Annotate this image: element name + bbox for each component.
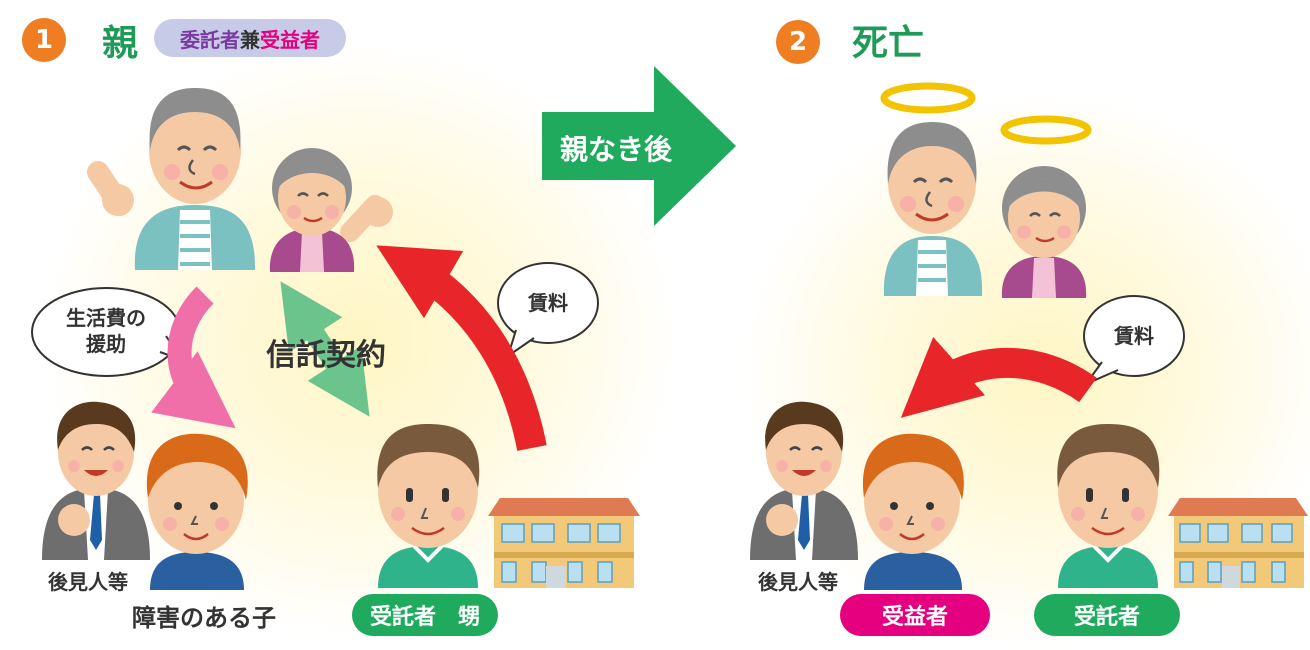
guardian-label: 後見人等 <box>48 570 128 594</box>
beneficiary-child-figure <box>862 433 964 590</box>
support-arrow <box>151 286 236 429</box>
child-figure <box>146 433 248 590</box>
halo-grandmother <box>1000 115 1092 145</box>
apartment-building-1 <box>488 498 640 588</box>
child-label: 障害のある子 <box>132 604 276 632</box>
contract-arrow <box>280 281 370 417</box>
trustee-nephew-badge: 受託者 甥 <box>352 594 498 636</box>
panel1-heading: 親 <box>102 23 139 64</box>
rent-arrow-1 <box>376 245 547 451</box>
panel2-heading: 死亡 <box>852 23 925 64</box>
role-joiner: 兼 <box>240 27 260 52</box>
grandfather-figure <box>87 88 256 270</box>
guardian-figure-2 <box>750 401 858 560</box>
trustee-figure-2 <box>1057 424 1160 588</box>
transition-arrow-shape <box>542 66 736 226</box>
support-bubble-line2: 援助 <box>86 332 126 356</box>
transition-arrow-label: 親なき後 <box>560 133 673 166</box>
trustee-badge-2: 受託者 <box>1034 594 1180 636</box>
trustee-figure <box>377 424 480 588</box>
step-number-2: 2 <box>776 20 820 64</box>
rent-bubble-shape-1 <box>497 262 599 359</box>
illustration-layer <box>31 66 1308 590</box>
grandmother-figure <box>269 148 393 272</box>
rent-bubble-shape-2 <box>1083 295 1185 387</box>
contract-label: 信託契約 <box>266 338 386 373</box>
rent-arrow-2 <box>900 336 1097 418</box>
halo-grandfather <box>880 82 976 114</box>
deceased-grandmother-figure <box>1001 166 1087 298</box>
role-beneficiary: 受益者 <box>260 27 320 52</box>
support-bubble-line1: 生活費の <box>66 306 146 330</box>
trust-diagram: 1 親 委託者兼受益者 生活費の 援助 賃料 信託契約 後見人等 障害のある子 … <box>22 18 1310 650</box>
rent-bubble-1: 賃料 <box>528 291 568 315</box>
beneficiary-badge: 受益者 <box>840 594 990 636</box>
step-number-1-text: 1 <box>34 25 54 55</box>
deceased-grandfather-figure <box>883 122 983 296</box>
support-bubble: 生活費の 援助 <box>40 305 172 357</box>
guardian-figure <box>42 401 150 560</box>
step-number-1: 1 <box>22 18 66 62</box>
role-settlor: 委託者 <box>180 27 240 52</box>
apartment-building-2 <box>1168 498 1308 588</box>
rent-bubble-2: 賃料 <box>1114 324 1154 348</box>
role-badge: 委託者兼受益者 <box>154 19 346 57</box>
guardian-label-2: 後見人等 <box>758 570 838 594</box>
step-number-2-text: 2 <box>788 27 808 57</box>
